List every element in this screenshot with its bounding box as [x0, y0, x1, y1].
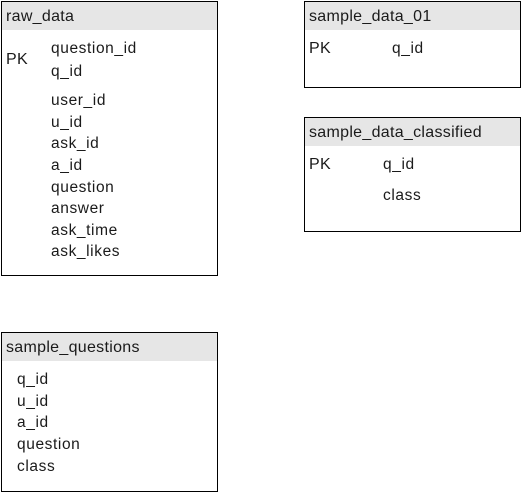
field: a_id	[51, 157, 83, 174]
pk-field: q_id	[51, 63, 83, 80]
field: user_id	[51, 92, 107, 109]
entity-raw-data[interactable]: raw_data PK question_id q_id user_id u_i…	[1, 1, 218, 276]
entity-title: sample_data_classified	[305, 118, 520, 146]
field: answer	[51, 200, 105, 217]
entity-title: sample_questions	[2, 333, 217, 361]
field: u_id	[17, 393, 49, 410]
field: ask_time	[51, 222, 118, 239]
field: class	[383, 187, 422, 204]
entity-sample-questions[interactable]: sample_questions q_id u_id a_id question…	[1, 332, 218, 492]
pk-field: q_id	[383, 156, 415, 173]
field: ask_id	[51, 135, 100, 152]
pk-field: question_id	[51, 40, 137, 57]
entity-title: raw_data	[2, 2, 217, 30]
entity-sample-data-01[interactable]: sample_data_01 PK q_id	[304, 1, 521, 88]
field: question	[51, 179, 115, 196]
entity-title: sample_data_01	[305, 2, 520, 30]
field: q_id	[17, 371, 49, 388]
field: u_id	[51, 114, 83, 131]
field: ask_likes	[51, 243, 121, 260]
field: a_id	[17, 414, 49, 431]
pk-label: PK	[6, 51, 28, 68]
entity-sample-data-classified[interactable]: sample_data_classified PK q_id class	[304, 117, 521, 232]
pk-label: PK	[309, 156, 331, 173]
field: question	[17, 436, 81, 453]
pk-field: q_id	[392, 40, 424, 57]
field: class	[17, 458, 56, 475]
pk-label: PK	[309, 40, 331, 57]
